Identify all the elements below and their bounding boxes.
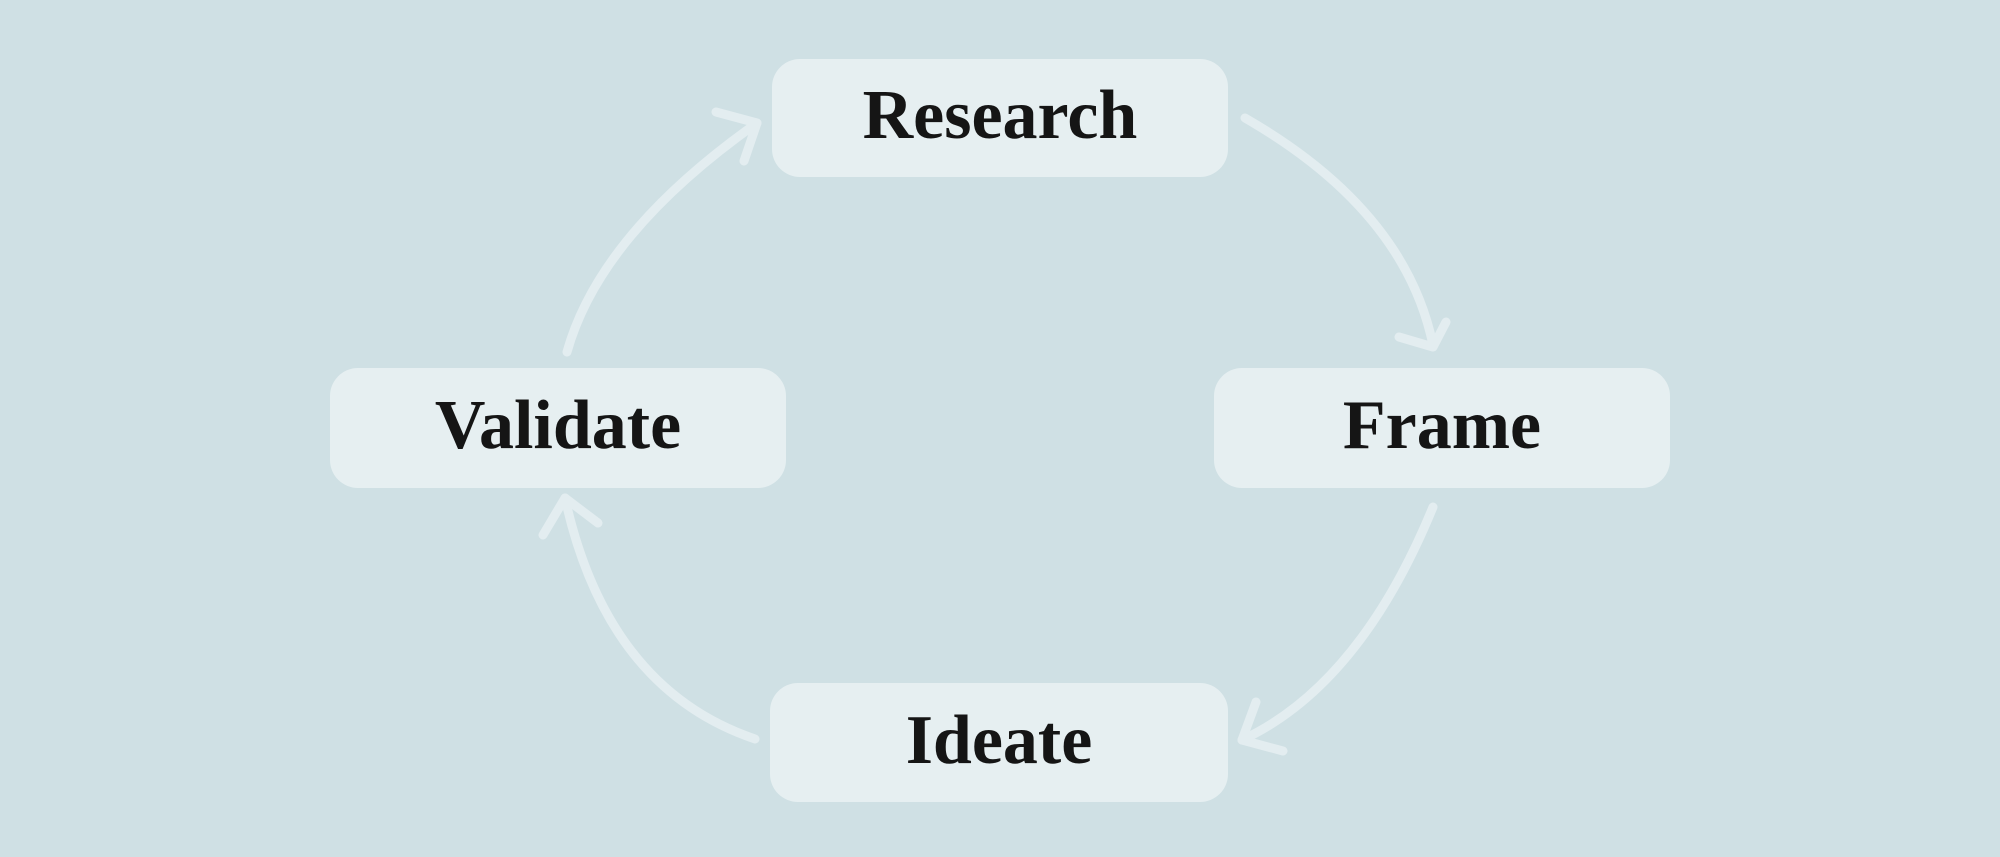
node-frame[interactable]: Frame bbox=[1214, 368, 1670, 488]
node-research-label: Research bbox=[862, 77, 1138, 154]
node-ideate-label: Ideate bbox=[905, 701, 1093, 779]
arrow-research-to-frame-head bbox=[1394, 317, 1451, 352]
arrow-ideate-to-validate-curve bbox=[560, 493, 760, 744]
arrow-frame-to-ideate bbox=[1237, 502, 1438, 756]
node-research[interactable]: Research bbox=[772, 59, 1228, 177]
arrow-research-to-frame-curve bbox=[1240, 113, 1438, 350]
arrow-frame-to-ideate-head bbox=[1237, 697, 1288, 756]
node-validate[interactable]: Validate bbox=[330, 368, 786, 488]
arrow-research-to-frame bbox=[1240, 113, 1451, 352]
arrow-ideate-to-validate-head bbox=[538, 493, 603, 540]
node-ideate[interactable]: Ideate bbox=[770, 683, 1228, 802]
arrow-frame-to-ideate-curve bbox=[1237, 502, 1438, 745]
node-frame-label: Frame bbox=[1342, 387, 1542, 464]
arrow-validate-to-research-head bbox=[711, 107, 762, 166]
arrow-validate-to-research-curve bbox=[562, 118, 762, 357]
arrow-ideate-to-validate bbox=[538, 493, 760, 744]
arrow-validate-to-research bbox=[562, 107, 762, 357]
node-validate-label: Validate bbox=[434, 387, 682, 464]
